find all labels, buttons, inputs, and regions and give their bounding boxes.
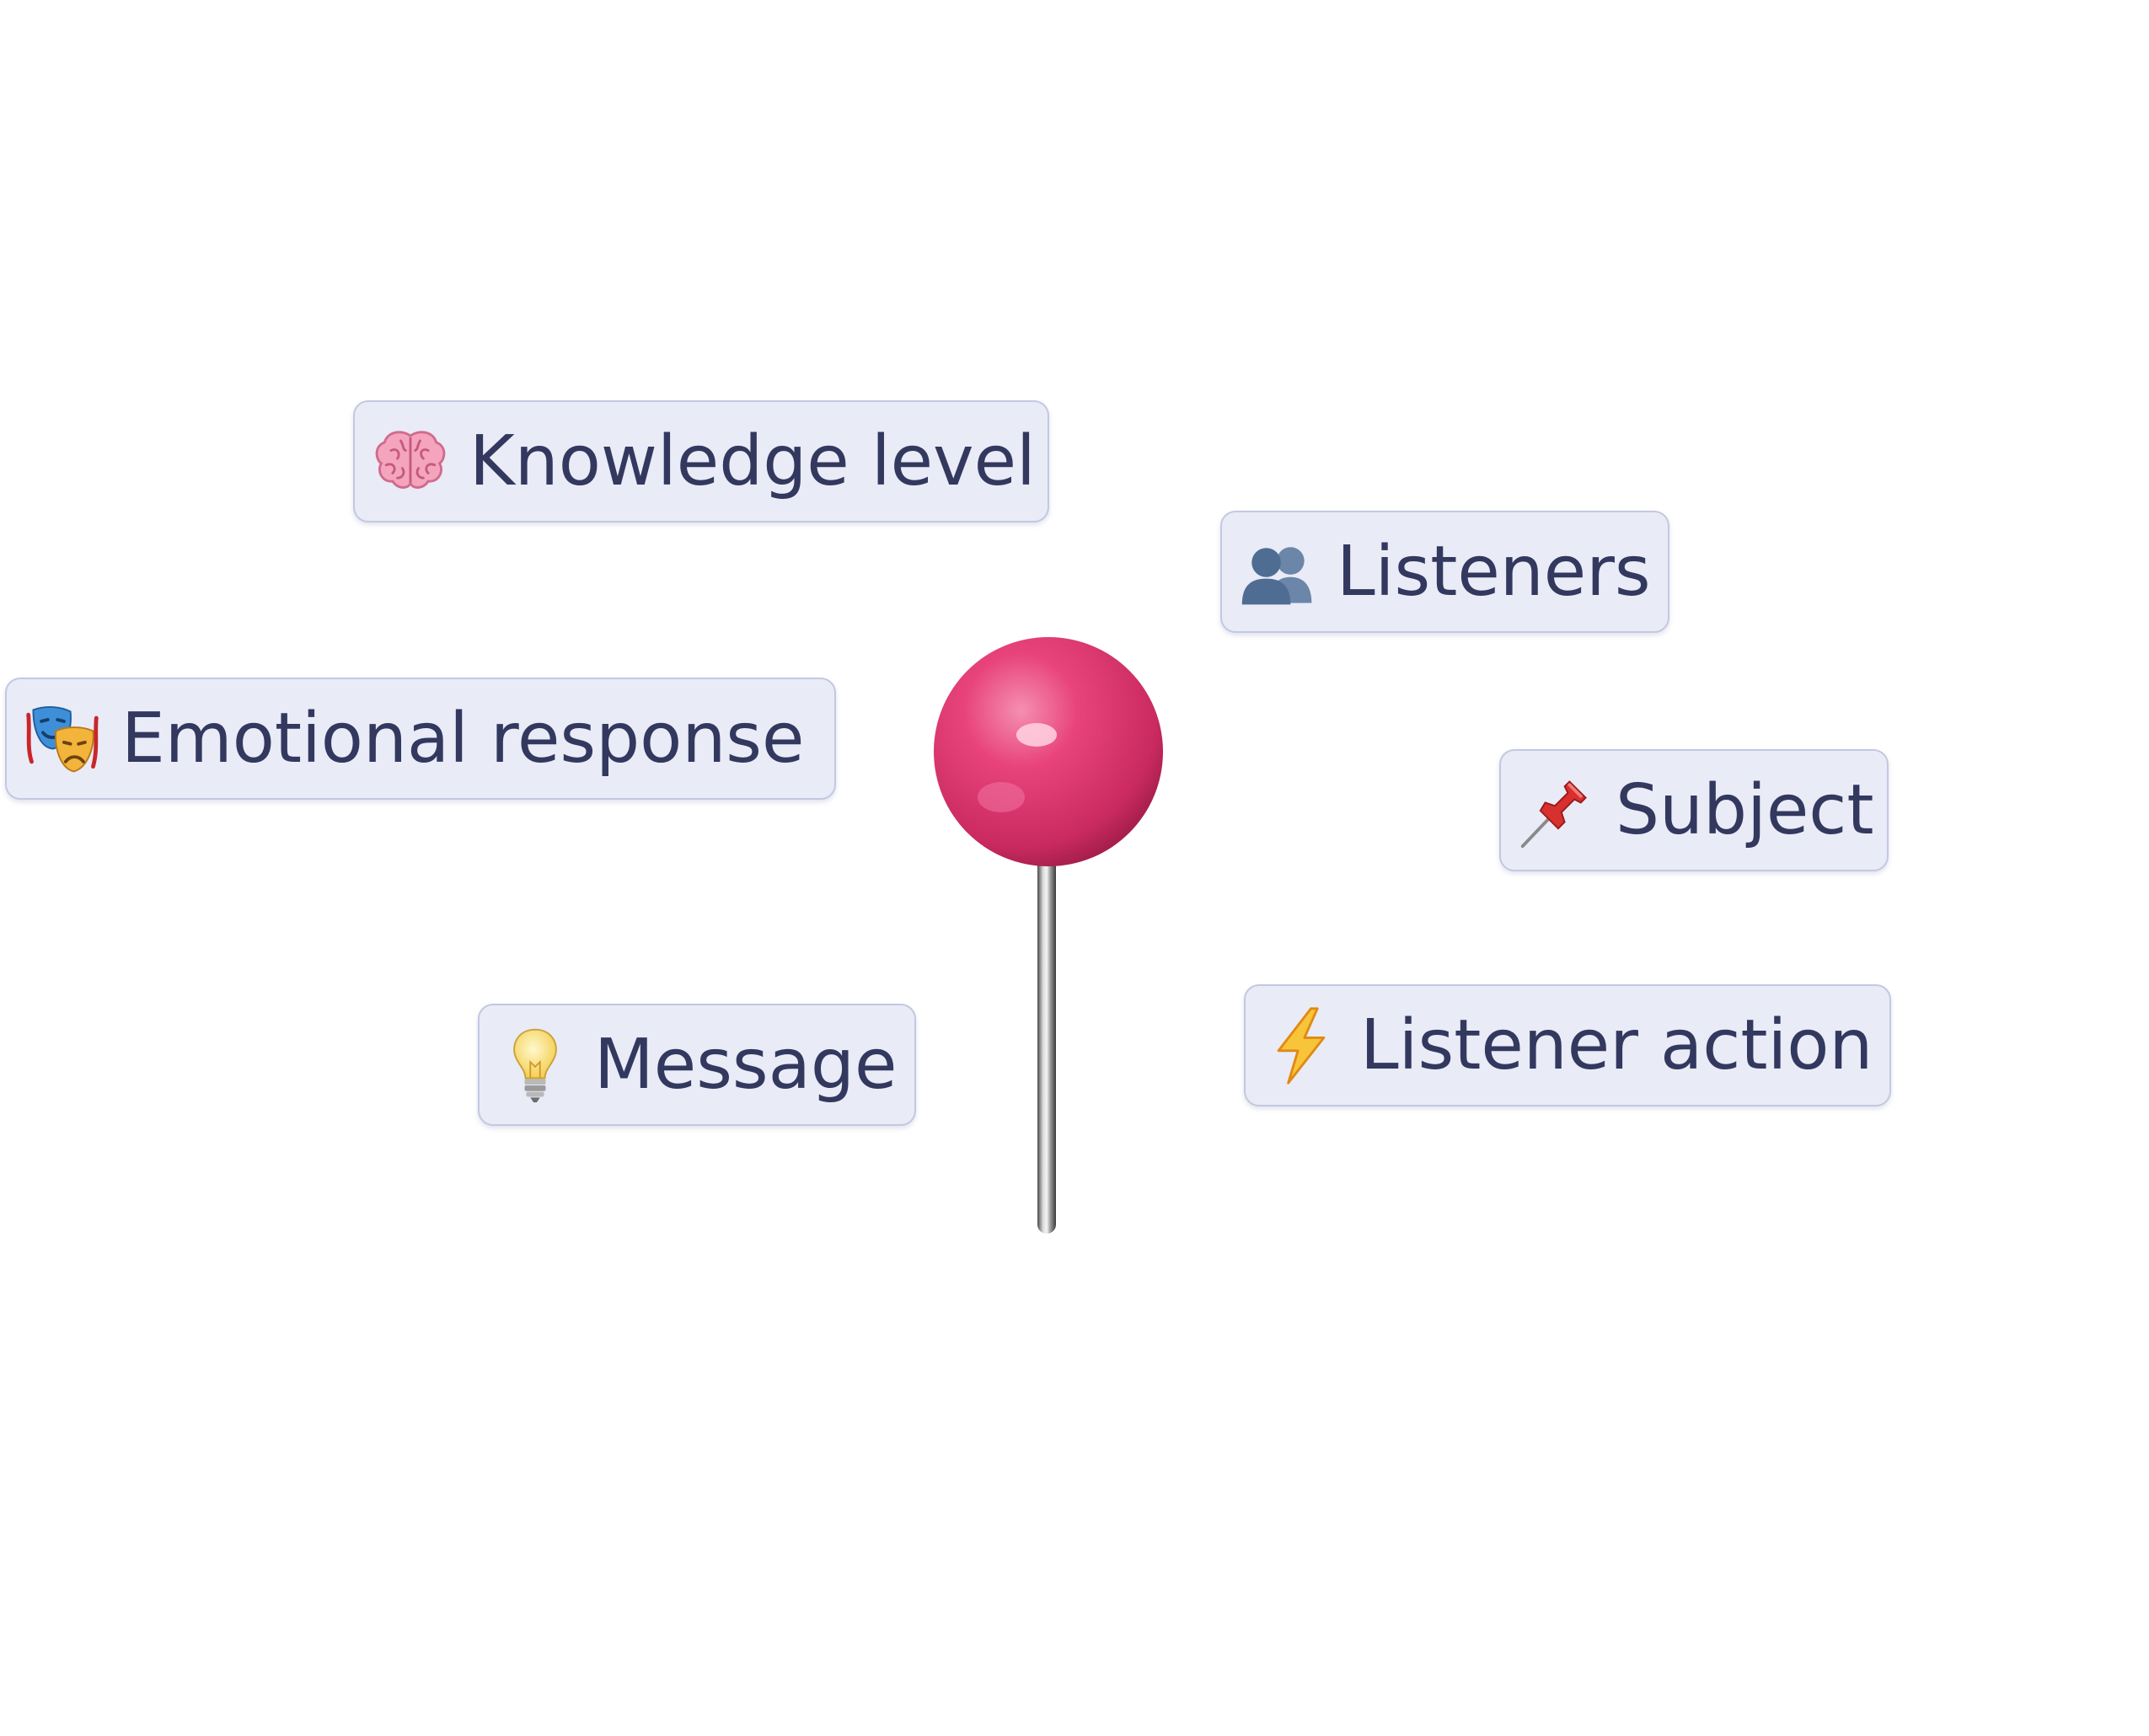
tag-subject: Subject (1499, 749, 1889, 871)
pushpin-icon (1520, 780, 1587, 848)
tag-label: Listener action (1360, 1005, 1873, 1085)
tag-message: Message (478, 1004, 916, 1126)
pin-highlight (1016, 723, 1057, 747)
tag-label: Listeners (1337, 531, 1651, 612)
tag-emotional-response: Emotional response (5, 678, 836, 800)
map-pin-graphic (934, 637, 1163, 1234)
tag-label: Knowledge level (469, 421, 1036, 501)
tag-listener-action: Listener action (1244, 984, 1891, 1106)
pin-head (934, 637, 1163, 866)
tag-label: Emotional response (121, 698, 805, 779)
pin-needle (1037, 843, 1056, 1234)
lightning-icon (1277, 1006, 1326, 1085)
tag-listeners: Listeners (1220, 511, 1669, 633)
light-bulb-icon (513, 1028, 557, 1102)
two-people-icon (1241, 546, 1312, 604)
brain-icon (375, 430, 446, 489)
tag-knowledge-level: Knowledge level (353, 400, 1049, 522)
theater-masks-icon (26, 705, 99, 772)
tag-label: Subject (1616, 769, 1874, 850)
tag-label: Message (594, 1024, 898, 1105)
